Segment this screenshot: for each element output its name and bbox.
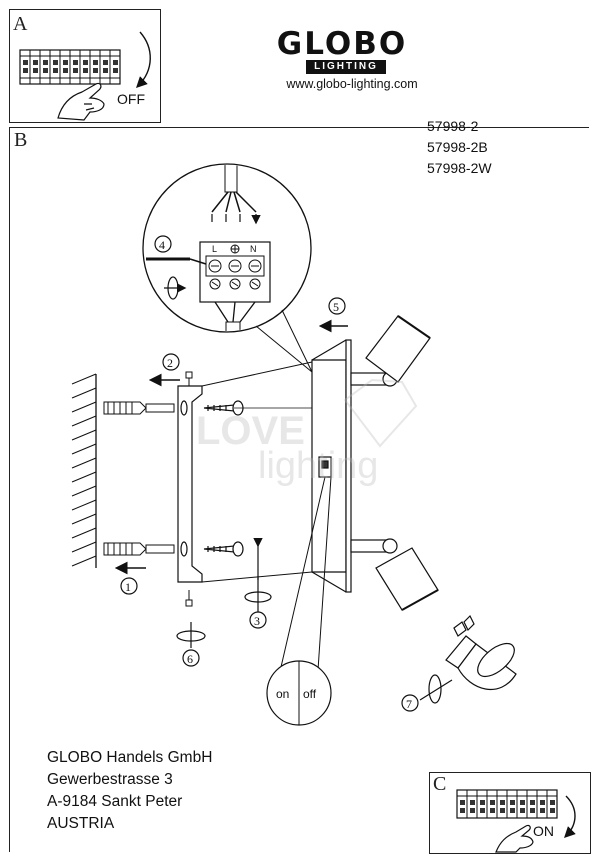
spot-arm (350, 371, 398, 387)
screw (185, 371, 193, 386)
step-marker: 5 (328, 297, 346, 315)
svg-text:2: 2 (167, 356, 173, 370)
watermark-love: LOVE (196, 409, 305, 453)
screw (203, 400, 244, 416)
spot-arm (350, 538, 398, 554)
gu10-bulb (445, 614, 517, 691)
model-number: 57998-2B (427, 139, 488, 155)
switch-off-arrow (136, 31, 151, 88)
terminal-label-n: N (250, 244, 257, 254)
watermark-lighting: lighting (258, 445, 378, 487)
svg-text:5: 5 (333, 300, 339, 314)
watermark: LOVE lighting (196, 378, 418, 487)
step-marker: 7 (401, 694, 419, 712)
step-marker: 6 (182, 649, 200, 667)
svg-text:4: 4 (159, 238, 165, 252)
brand-tagline: LIGHTING (306, 60, 386, 74)
fixture-outline (201, 571, 313, 583)
step-marker: 1 (120, 577, 138, 595)
svg-text:1: 1 (125, 580, 131, 594)
wall-plug (103, 401, 175, 415)
model-number: 57998-2 (427, 118, 479, 134)
terminal-label-l: L (212, 244, 217, 254)
switch-state-on: ON (533, 823, 554, 839)
hand-icon (495, 824, 534, 853)
fixture-outline (201, 361, 313, 387)
brand-logo: GLOBO (276, 26, 408, 62)
mounting-bracket (177, 385, 203, 583)
svg-text:6: 6 (187, 652, 193, 666)
svg-text:3: 3 (254, 614, 260, 628)
switch-on-arrow (564, 795, 576, 838)
spot-head (365, 315, 431, 383)
step-marker: 2 (162, 353, 180, 371)
hand-icon (57, 82, 105, 121)
switch-leader (277, 476, 326, 681)
terminal-block-a (19, 49, 121, 85)
wall-plug (103, 542, 175, 556)
address-line: A-9184 Sankt Peter (47, 793, 183, 810)
rotate-symbol (176, 622, 206, 648)
wiring-detail: L N (142, 163, 312, 333)
spot-head (375, 547, 439, 611)
address-line: AUSTRIA (47, 815, 115, 832)
switch-detail-off: off (303, 687, 317, 701)
svg-text:7: 7 (406, 697, 412, 711)
address-line: GLOBO Handels GmbH (47, 749, 213, 766)
panel-c-letter: C (433, 773, 447, 795)
rotate-symbol (244, 576, 272, 612)
address-line: Gewerbestrasse 3 (47, 771, 173, 788)
panel-b-letter: B (14, 129, 28, 151)
step-marker: 4 (154, 235, 172, 253)
switch-detail: on off (266, 660, 332, 726)
detail-leader (255, 325, 313, 373)
step-marker: 3 (249, 611, 267, 629)
switch-detail-on: on (276, 687, 289, 701)
screw (203, 541, 244, 557)
screw (185, 590, 193, 607)
model-number: 57998-2W (427, 160, 492, 176)
terminal-block-c (456, 789, 558, 819)
detail-leader (281, 309, 313, 373)
brand-url: www.globo-lighting.com (286, 77, 418, 91)
switch-state-off: OFF (117, 91, 145, 107)
switch-leader (317, 476, 332, 671)
panel-b-border (9, 127, 589, 128)
panel-a-letter: A (13, 13, 28, 35)
wall (71, 373, 97, 568)
panel-b-border-left (9, 127, 10, 852)
rotate-symbol (419, 674, 453, 704)
